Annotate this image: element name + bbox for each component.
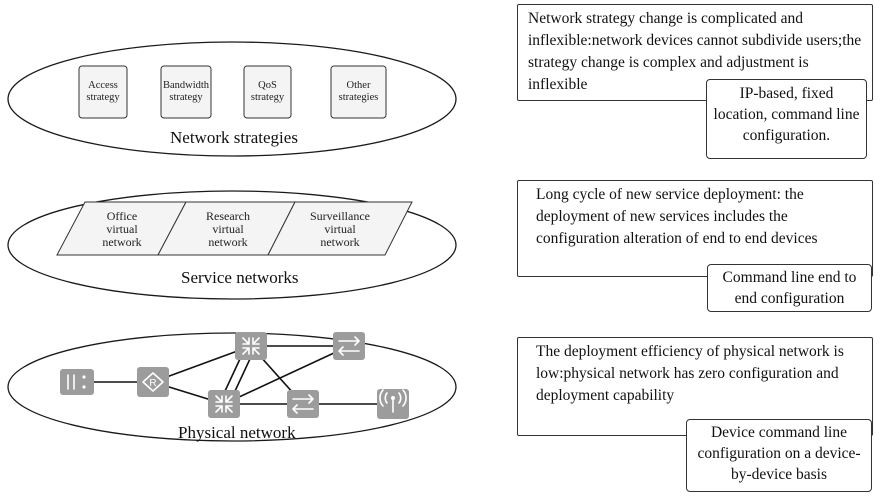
server-icon	[60, 369, 94, 395]
surveillance-vn-shape	[267, 201, 413, 256]
strategy-issue-callout: IP-based, fixed location, command line c…	[706, 79, 867, 159]
switch-icon	[287, 390, 319, 418]
qos-strategy-box	[243, 65, 292, 119]
access-strategy-box	[78, 65, 128, 119]
core-switch-icon	[208, 390, 240, 418]
network-strategies-label: Network strategies	[170, 128, 298, 147]
other-strategies-box	[330, 65, 387, 119]
service-issue-callout: Command line end to end configuration	[707, 264, 872, 312]
switch-icon	[333, 332, 365, 360]
service-issue-panel: Long cycle of new service deployment: th…	[517, 180, 873, 277]
svg-text:R: R	[149, 378, 156, 389]
service-networks-label: Service networks	[181, 268, 299, 287]
bandwidth-strategy-box	[160, 65, 212, 119]
core-switch-icon	[235, 332, 267, 360]
physical-issue-callout: Device command line configuration on a d…	[686, 419, 872, 492]
physical-network-label: Physical network	[178, 423, 296, 442]
wireless-ap-icon	[377, 389, 409, 419]
router-icon: R	[137, 367, 169, 397]
